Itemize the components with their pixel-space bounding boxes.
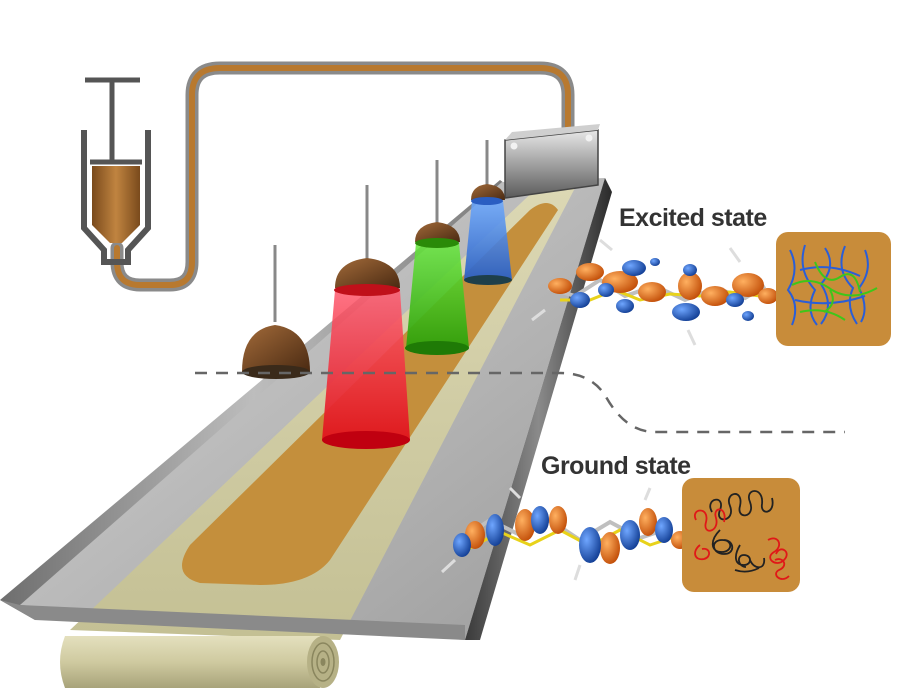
ground-state-label: Ground state <box>541 452 691 480</box>
excited-state-molecule <box>531 238 778 346</box>
red-light-cone <box>322 290 410 440</box>
syringe <box>81 77 151 265</box>
lamp-blue <box>464 140 512 285</box>
excited-state-label: Excited state <box>619 204 767 232</box>
ground-state-molecule <box>440 486 689 581</box>
lamp-green <box>405 160 469 355</box>
ground-state-chain-inset <box>682 478 800 592</box>
green-light-cone <box>406 243 469 348</box>
state-separator-line <box>195 371 845 434</box>
lamp-off <box>242 245 310 379</box>
excited-state-chain-inset <box>776 232 891 346</box>
dispenser-box <box>504 124 600 199</box>
blue-light-cone <box>464 201 512 280</box>
feed-tube <box>110 61 575 292</box>
lamp-red <box>322 185 410 449</box>
conveyor-belt <box>0 178 612 640</box>
film-roll <box>60 636 339 688</box>
